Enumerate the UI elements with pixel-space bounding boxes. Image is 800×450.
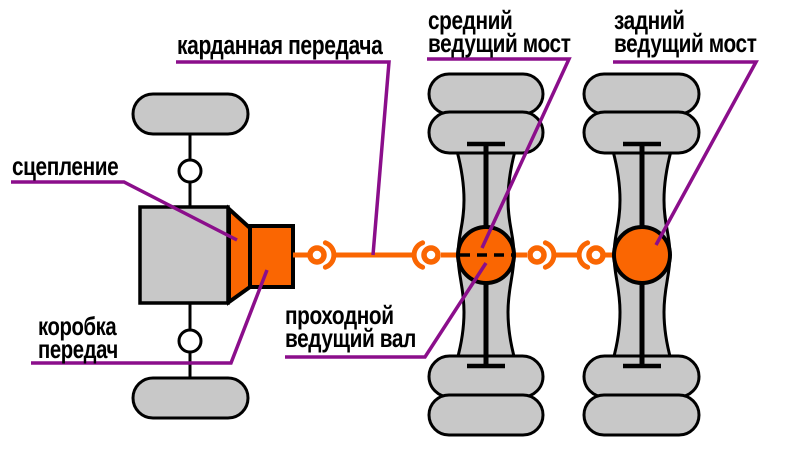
power-unit: [138, 204, 295, 306]
universal-joint-1: [307, 240, 337, 270]
rear-differential: [612, 225, 672, 285]
joint-ring-icon: [586, 245, 606, 265]
leader-line-clutch: [11, 180, 238, 242]
joint-arc-icon: [411, 240, 426, 270]
label-clutch: сцепление: [12, 151, 119, 181]
leader-line-through-shaft: [285, 262, 488, 359]
rear-wheel-bottom-outer: [582, 393, 701, 437]
rear-wheel-top-outer: [582, 72, 701, 116]
label-middle-drive-axle: средний ведущий мост: [428, 5, 571, 58]
joint-ring-icon: [307, 245, 327, 265]
leader-line-middle-axle: [427, 57, 572, 249]
label-cardan-drive: карданная передача: [177, 30, 383, 60]
front-axle: [131, 92, 250, 420]
universal-joint-4: [576, 240, 606, 270]
joint-arc-icon: [322, 240, 337, 270]
joint-arc-icon: [542, 240, 557, 270]
front-joint-top-circle: [177, 158, 203, 184]
gearbox-shape: [248, 224, 295, 289]
front-wheel-top: [131, 92, 250, 136]
leader-line-gearbox: [31, 269, 269, 365]
cardan-shaft: [293, 240, 616, 270]
middle-drive-axle: [427, 72, 545, 437]
front-joint-bottom-circle: [177, 328, 203, 354]
joint-arc-icon: [576, 240, 591, 270]
joint-ring-icon: [527, 245, 547, 265]
label-through-drive-shaft: проходной ведущий вал: [285, 300, 416, 353]
middle-wheel-top-outer: [427, 72, 545, 116]
leader-line-rear-axle: [613, 60, 759, 246]
universal-joint-2: [411, 240, 441, 270]
front-wheel-bottom: [131, 376, 250, 420]
label-gearbox: коробка передач: [38, 311, 118, 364]
joint-ring-icon: [421, 245, 441, 265]
label-rear-drive-axle: задний ведущий мост: [614, 5, 757, 58]
universal-joint-3: [527, 240, 557, 270]
engine-block: [138, 205, 230, 305]
leader-lines: [11, 57, 759, 365]
leader-line-cardan-drive: [176, 60, 391, 256]
rear-drive-axle: [582, 72, 701, 437]
clutch-shape: [227, 204, 252, 306]
middle-wheel-bottom-outer: [427, 393, 545, 437]
